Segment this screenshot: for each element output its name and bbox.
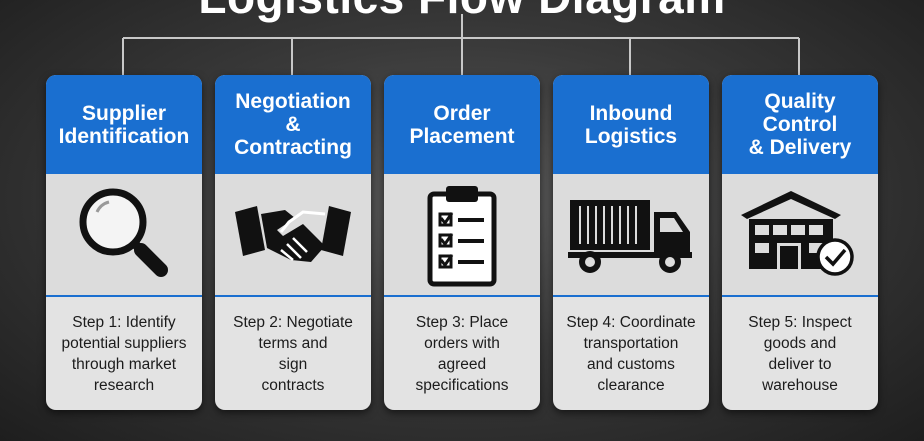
handshake-icon: [215, 174, 371, 295]
divider: [215, 295, 371, 297]
step-title: Negotiation & Contracting: [234, 90, 352, 159]
step-description: Step 3: Place orders with agreed specifi…: [415, 313, 509, 394]
diagram-title: Logistics Flow Diagram: [0, 0, 924, 24]
step-title: Quality Control & Delivery: [748, 90, 852, 159]
step-description: Step 2: Negotiate terms and sign contrac…: [233, 313, 353, 394]
step-card-supplier-identification: Supplier Identification Step 1: Identify…: [46, 75, 202, 410]
step-card-quality-control-delivery: Quality Control & Delivery Step 5: Inspe…: [722, 75, 878, 410]
divider: [553, 295, 709, 297]
step-description: Step 1: Identify potential suppliers thr…: [61, 313, 187, 394]
connector-lines: [122, 14, 800, 76]
step-header: Order Placement: [384, 75, 540, 174]
step-title: Supplier Identification: [58, 101, 190, 148]
step-header: Supplier Identification: [46, 75, 202, 174]
divider: [46, 295, 202, 297]
step-title: Order Placement: [409, 101, 515, 148]
step-header: Quality Control & Delivery: [722, 75, 878, 174]
step-header: Negotiation & Contracting: [215, 75, 371, 174]
step-description: Step 5: Inspect goods and deliver to war…: [748, 313, 852, 394]
step-header: Inbound Logistics: [553, 75, 709, 174]
warehouse-check-icon: [722, 174, 878, 295]
step-card-inbound-logistics: Inbound Logistics Step 4: Coordinate tra…: [553, 75, 709, 410]
magnifying-glass-icon: [46, 174, 202, 295]
divider: [722, 295, 878, 297]
step-title: Inbound Logistics: [584, 101, 678, 148]
step-card-order-placement: Order Placement Step 3: Place orde: [384, 75, 540, 410]
divider: [384, 295, 540, 297]
step-description: Step 4: Coordinate transportation and cu…: [566, 313, 696, 394]
truck-icon: [553, 174, 709, 295]
clipboard-checklist-icon: [384, 174, 540, 295]
step-card-negotiation-contracting: Negotiation & Contracting Step 2: Negoti…: [215, 75, 371, 410]
